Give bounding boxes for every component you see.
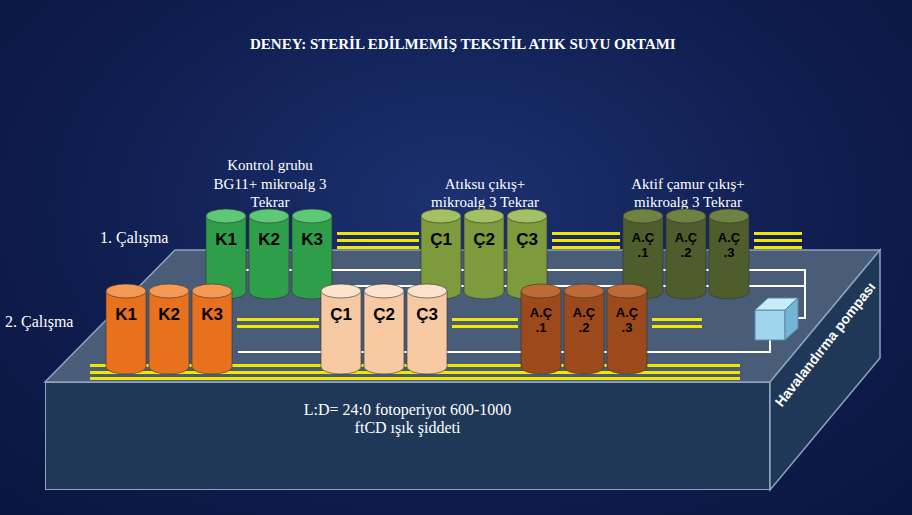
cylinder-shape	[363, 283, 405, 375]
culture-cylinder: A.Ç .3	[606, 283, 648, 375]
culture-cylinder: K2	[248, 208, 290, 300]
culture-cylinder: Ç3	[406, 283, 448, 375]
culture-cylinder: Ç1	[320, 283, 362, 375]
cylinder-shape	[105, 283, 147, 375]
condition-note: L:D= 24:0 fotoperiyot 600-1000 ftCD ışık…	[300, 401, 515, 437]
culture-cylinder: Ç2	[363, 283, 405, 375]
group-label: Kontrol grubu BG11+ mikroalg 3 Tekrar	[210, 156, 330, 212]
platform-top	[45, 250, 880, 382]
cylinder-label: A.Ç .3	[712, 230, 746, 300]
cylinder-label: K2	[252, 230, 286, 300]
culture-cylinder: Ç2	[463, 208, 505, 300]
cylinder-label: K2	[152, 305, 186, 375]
platform-front: L:D= 24:0 fotoperiyot 600-1000 ftCD ışık…	[45, 382, 770, 490]
cylinder-label: A.Ç .1	[524, 305, 558, 375]
cylinder-shape	[248, 208, 290, 300]
group-label: Aktif çamur çıkış+ mikroalg 3 Tekrar	[628, 175, 748, 213]
culture-cylinder: K2	[148, 283, 190, 375]
cylinder-label: A.Ç .2	[567, 305, 601, 375]
group-label: Atıksu çıkış+ mikroalg 3 Tekrar	[425, 175, 545, 213]
cylinder-label: Ç3	[410, 305, 444, 375]
cylinder-shape	[463, 208, 505, 300]
cylinder-label: K3	[195, 305, 229, 375]
row-label: 1. Çalışma	[100, 228, 168, 248]
cylinder-label: Ç1	[324, 305, 358, 375]
cylinder-shape	[406, 283, 448, 375]
row-label: 2. Çalışma	[5, 312, 73, 332]
cylinder-label: Ç2	[367, 305, 401, 375]
culture-cylinder: A.Ç .2	[563, 283, 605, 375]
cylinder-shape	[148, 283, 190, 375]
culture-cylinder: A.Ç .1	[520, 283, 562, 375]
culture-cylinder: A.Ç .3	[708, 208, 750, 300]
culture-cylinder: K3	[191, 283, 233, 375]
pump-cube	[755, 298, 798, 340]
cylinder-label: Ç2	[467, 230, 501, 300]
cylinder-label: A.Ç .3	[610, 305, 644, 375]
culture-cylinder: K1	[105, 283, 147, 375]
cylinder-shape	[191, 283, 233, 375]
culture-cylinder: A.Ç .2	[665, 208, 707, 300]
cylinder-label: K1	[109, 305, 143, 375]
cylinder-label: A.Ç .2	[669, 230, 703, 300]
title: DENEY: STERİL EDİLMEMİŞ TEKSTİL ATIK SUY…	[250, 36, 676, 53]
cylinder-shape	[320, 283, 362, 375]
